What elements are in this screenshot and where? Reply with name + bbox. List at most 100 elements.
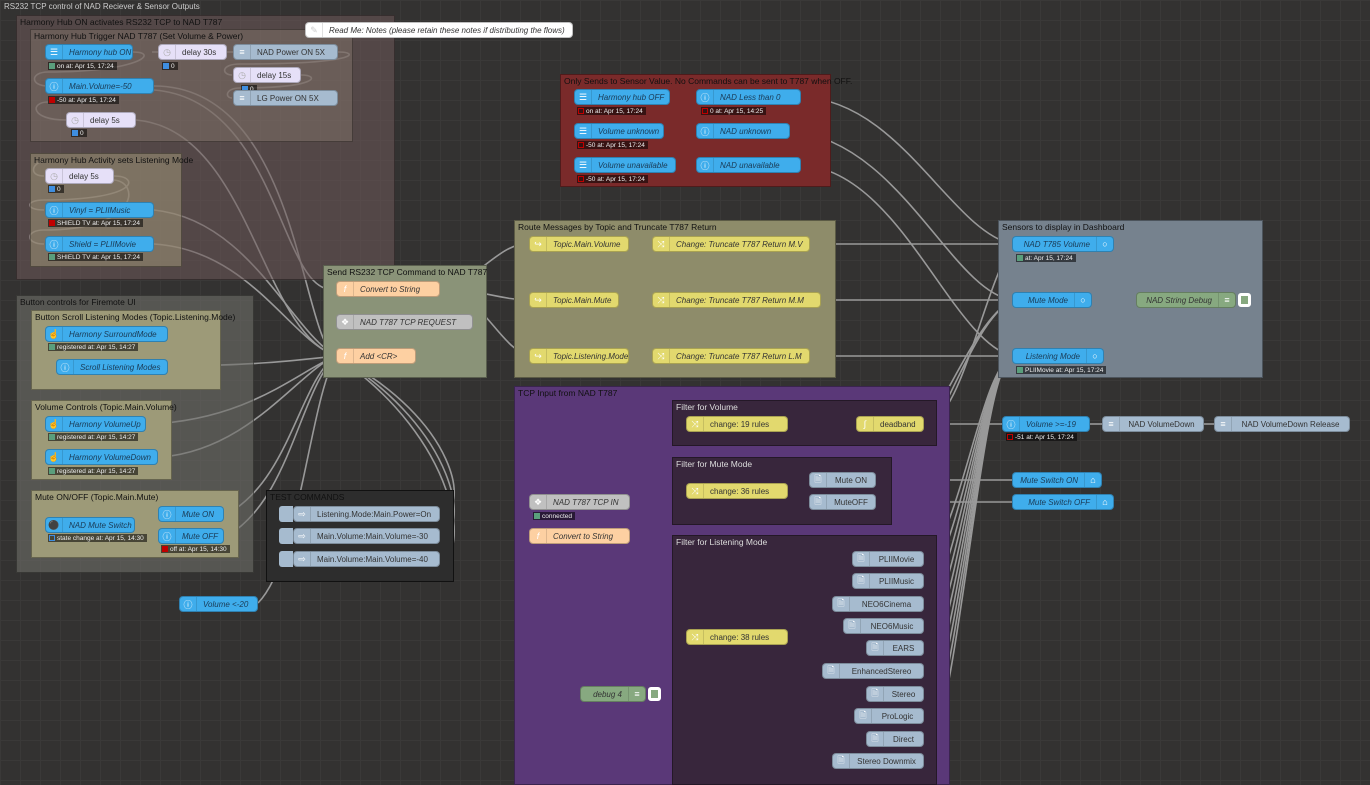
status-delay5b: 0 — [48, 185, 64, 193]
change-truncate-mm-node[interactable]: ⤨ Change: Truncate T787 Return M.M — [652, 292, 821, 308]
status-delay15: 0 — [241, 85, 257, 93]
toggle-icon: ⚫ — [46, 518, 63, 532]
info-icon: ⓘ — [46, 203, 63, 217]
inject-button[interactable] — [279, 551, 293, 567]
inject-button[interactable] — [279, 506, 293, 522]
delay-15s-node[interactable]: ◷ delay 15s — [233, 67, 301, 83]
debug-list-icon: ≡ — [628, 687, 645, 701]
change-truncate-lm-node[interactable]: ⤨ Change: Truncate T787 Return L.M — [652, 348, 810, 364]
mute-on-node[interactable]: ⓘ Mute ON — [158, 506, 224, 522]
debug-list-icon: ≡ — [1218, 293, 1235, 307]
listening-mode-template-node[interactable]: 🗎Stereo — [866, 686, 924, 702]
info-icon: ⓘ — [697, 158, 714, 172]
inject-volume-30-node[interactable]: ⇨ Main.Volume:Main.Volume=-30 — [293, 528, 440, 544]
harmony-hub-off-node[interactable]: ☰ Harmony hub OFF — [574, 89, 670, 105]
main-volume-node[interactable]: ⓘ Main.Volume=-50 — [45, 78, 154, 94]
harmony-volumedown-node[interactable]: ☝ Harmony VolumeDown — [45, 449, 158, 465]
status-shield: SHIELD TV at: Apr 15, 17:24 — [48, 253, 143, 261]
workspace-title: RS232 TCP control of NAD Reciever & Sens… — [4, 2, 200, 11]
status-sensor-volume: at: Apr 15, 17:24 — [1016, 254, 1076, 262]
hand-pointer-icon: ☝ — [46, 450, 63, 464]
info-icon: ⓘ — [46, 79, 63, 93]
volume-unknown-node[interactable]: ☰ Volume unknown — [574, 123, 664, 139]
tcp-request-node[interactable]: ❖ NAD T787 TCP REQUEST — [336, 314, 473, 330]
listening-mode-template-node[interactable]: 🗎Stereo Downmix — [832, 753, 924, 769]
change-shuffle-icon: ⤨ — [653, 349, 670, 363]
listening-mode-template-node[interactable]: 🗎PLIIMusic — [852, 573, 924, 589]
group-label: Harmony Hub ON activates RS232 TCP to NA… — [20, 17, 223, 27]
inject-button[interactable] — [279, 528, 293, 544]
group-label: Harmony Hub Trigger NAD T787 (Set Volume… — [34, 31, 244, 41]
listening-mode-template-node[interactable]: 🗎NEO6Cinema — [832, 596, 924, 612]
group-label: TEST COMMANDS — [270, 492, 345, 502]
debug-toggle-button[interactable] — [1238, 293, 1251, 307]
template-file-icon: 🗎 — [867, 732, 884, 746]
inject-arrow-icon: ⇨ — [294, 529, 311, 543]
change-shuffle-icon: ⤨ — [687, 630, 704, 644]
add-cr-node[interactable]: f Add <CR> — [336, 348, 416, 364]
harmony-volumeup-node[interactable]: ☝ Harmony VolumeUp — [45, 416, 146, 432]
nad-volume-sensor-node[interactable]: NAD T785 Volume ○ — [1012, 236, 1114, 252]
nad-less-than-0-node[interactable]: ⓘ NAD Less than 0 — [696, 89, 801, 105]
change-truncate-mv-node[interactable]: ⤨ Change: Truncate T787 Return M.V — [652, 236, 810, 252]
group-label: Filter for Volume — [676, 402, 738, 412]
listening-mode-template-node[interactable]: 🗎Direct — [866, 731, 924, 747]
hand-pointer-icon: ☝ — [46, 417, 63, 431]
mute-switch-on-node[interactable]: Mute Switch ON ⌂ — [1012, 472, 1102, 488]
change-19-rules-node[interactable]: ⤨ change: 19 rules — [686, 416, 788, 432]
debug-4-node[interactable]: debug 4 ≡ — [580, 686, 646, 702]
delay-5s-node[interactable]: ◷ delay 5s — [66, 112, 136, 128]
convert-to-string-node-2[interactable]: f Convert to String — [529, 528, 630, 544]
mute-mode-sensor-node[interactable]: Mute Mode ○ — [1012, 292, 1092, 308]
scroll-listening-node[interactable]: ⓘ Scroll Listening Modes — [56, 359, 168, 375]
switch-main-mute-node[interactable]: ↪ Topic.Main.Mute — [529, 292, 619, 308]
nad-unavailable-node[interactable]: ⓘ NAD unavailable — [696, 157, 801, 173]
volume-ge-19-node[interactable]: ⓘ Volume >=-19 — [1002, 416, 1090, 432]
switch-listening-mode-node[interactable]: ↪ Topic.Listening.Mode — [529, 348, 629, 364]
mute-switch-off-node[interactable]: Mute Switch OFF ⌂ — [1012, 494, 1114, 510]
nad-volumedown-node[interactable]: ≡ NAD VolumeDown — [1102, 416, 1204, 432]
change-38-rules-node[interactable]: ⤨ change: 38 rules — [686, 629, 788, 645]
listening-mode-template-node[interactable]: 🗎ProLogic — [854, 708, 924, 724]
ir-transmitter-icon: ≡ — [1103, 417, 1120, 431]
mute-off-node[interactable]: ⓘ Mute OFF — [158, 528, 224, 544]
nad-unknown-node[interactable]: ⓘ NAD unknown — [696, 123, 790, 139]
router-icon: ⌂ — [1096, 495, 1113, 509]
deadband-node[interactable]: ∫ deadband — [856, 416, 924, 432]
listening-mode-sensor-node[interactable]: Listening Mode ○ — [1012, 348, 1104, 364]
vinyl-node[interactable]: ⓘ Vinyl = PLIIMusic — [45, 202, 154, 218]
nad-power-on-node[interactable]: ≡ NAD Power ON 5X — [233, 44, 338, 60]
readme-comment-node[interactable]: ✎ Read Me: Notes (please retain these no… — [305, 22, 573, 38]
timer-icon: ◷ — [46, 169, 63, 183]
template-mute-on-node[interactable]: 🗎 Mute ON — [809, 472, 876, 488]
delay-5s-node-2[interactable]: ◷ delay 5s — [45, 168, 114, 184]
volume-unavailable-node[interactable]: ☰ Volume unavailable — [574, 157, 676, 173]
harmony-surround-node[interactable]: ☝ Harmony SurroundMode — [45, 326, 168, 342]
inject-volume-40-node[interactable]: ⇨ Main.Volume:Main.Volume=-40 — [293, 551, 440, 567]
info-icon: ⓘ — [697, 124, 714, 138]
listening-mode-template-node[interactable]: 🗎PLIIMovie — [852, 551, 924, 567]
volume-less-20-node[interactable]: ⓘ Volume <-20 — [179, 596, 258, 612]
convert-to-string-node[interactable]: f Convert to String — [336, 281, 440, 297]
template-mute-off-node[interactable]: 🗎 MuteOFF — [809, 494, 876, 510]
inject-power-on-node[interactable]: ⇨ Listening.Mode:Main.Power=On — [293, 506, 440, 522]
listening-mode-template-node[interactable]: 🗎NEO6Music — [843, 618, 924, 634]
group-label: Sensors to display in Dashboard — [1002, 222, 1125, 232]
status-surround: registered at: Apr 15, 14:27 — [48, 343, 139, 351]
tcp-in-node[interactable]: ❖ NAD T787 TCP IN — [529, 494, 630, 510]
nad-mute-switch-node[interactable]: ⚫ NAD Mute Switch — [45, 517, 135, 533]
shield-node[interactable]: ⓘ Shield = PLIIMovie — [45, 236, 154, 252]
listening-mode-template-node[interactable]: 🗎EnhancedStereo — [822, 663, 924, 679]
change-36-rules-node[interactable]: ⤨ change: 36 rules — [686, 483, 788, 499]
debug-toggle-button[interactable] — [648, 687, 661, 701]
lg-power-on-node[interactable]: ≡ LG Power ON 5X — [233, 90, 338, 106]
listening-mode-template-node[interactable]: 🗎EARS — [866, 640, 924, 656]
group-label: Mute ON/OFF (Topic.Main.Mute) — [35, 492, 159, 502]
info-icon: ⓘ — [180, 597, 197, 611]
switch-main-volume-node[interactable]: ↪ Topic.Main.Volume — [529, 236, 629, 252]
harmony-hub-on-node[interactable]: ☰ Harmony hub ON — [45, 44, 133, 60]
template-file-icon: 🗎 — [855, 709, 872, 723]
delay-30s-node[interactable]: ◷ delay 30s — [158, 44, 227, 60]
nad-volumedown-release-node[interactable]: ≡ NAD VolumeDown Release — [1214, 416, 1350, 432]
nad-string-debug-node[interactable]: NAD String Debug ≡ — [1136, 292, 1236, 308]
